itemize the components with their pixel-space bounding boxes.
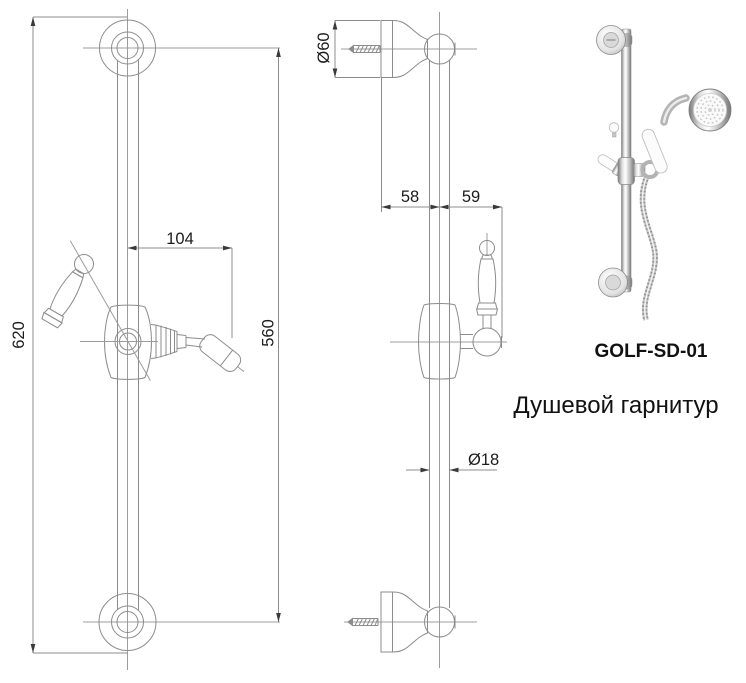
side-rail [429, 60, 450, 608]
product-top-bracket [596, 25, 633, 55]
product-slider [597, 154, 660, 185]
dim-rail-diameter-label: Ø18 [468, 451, 499, 469]
dim-wall-to-rail [381, 77, 440, 212]
side-handle [475, 233, 499, 329]
shower-hose [639, 174, 658, 321]
front-view-drawing [30, 9, 281, 670]
dim-overall-height-label: 620 [10, 321, 28, 349]
product-hand-shower [641, 88, 732, 174]
dim-mount-spacing-label: 560 [260, 319, 278, 347]
dim-holder-reach-label: 104 [166, 230, 194, 248]
dim-overall-height [30, 16, 128, 654]
product-lock-knob [608, 122, 620, 138]
side-bottom-flange [347, 591, 456, 653]
side-top-flange [348, 20, 456, 78]
front-slider [69, 240, 158, 381]
front-bottom-mount [98, 593, 157, 651]
side-slider [417, 303, 502, 380]
dim-rail-to-handle [439, 204, 503, 338]
dim-flange-diameter [332, 20, 380, 78]
product-code: GOLF-SD-01 [595, 341, 708, 362]
dim-flange-diameter-label: Ø60 [315, 32, 333, 63]
product-bottom-bracket [598, 267, 633, 298]
front-top-mount [99, 19, 156, 77]
dim-wall-to-rail-label: 58 [401, 188, 419, 206]
product-photo [596, 25, 732, 321]
side-view-drawing [332, 12, 507, 668]
front-rail [117, 60, 139, 610]
dim-holder-reach [127, 245, 233, 338]
front-handle [41, 254, 94, 329]
dim-rail-to-handle-label: 59 [462, 188, 480, 206]
product-name: Душевой гарнитур [513, 392, 718, 419]
front-holder [150, 324, 245, 372]
